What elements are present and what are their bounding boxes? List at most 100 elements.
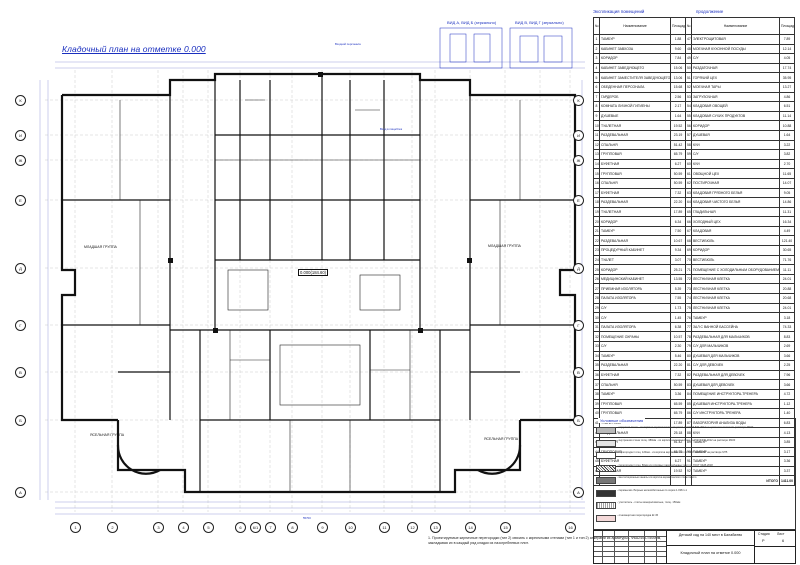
axis-marker: 8 — [287, 522, 298, 533]
axis-marker: К — [15, 95, 26, 106]
room-number: 20 — [593, 216, 600, 227]
room-number: 61 — [685, 168, 692, 179]
room-area: 5.39 — [670, 283, 686, 295]
room-area: 1.64 — [779, 129, 795, 141]
axis-marker: К — [573, 95, 584, 106]
room-name: РАЗДЕВАЛЬНАЯ — [599, 197, 671, 208]
room-area: 3.22 — [779, 139, 795, 151]
room-name: ЭЛЕКТРОЩИТОВАЯ — [691, 34, 780, 45]
room-area: 9.05 — [779, 187, 795, 199]
room-name: КАБИНЕТ ЗАМЕСТИТЕЛЯ ЗАВЕДУЮЩЕГО — [599, 72, 671, 83]
room-name: КОРИДОР — [599, 53, 671, 64]
room-area: 51.42 — [670, 139, 686, 151]
room-area: 24.01 — [779, 302, 795, 314]
room-number: 24 — [593, 254, 600, 266]
room-area: 15.06 — [670, 62, 686, 74]
room-number: 86 — [685, 408, 692, 419]
room-area: 7.89 — [779, 34, 795, 45]
room-name: РАЗДЕВАЛЬНАЯ — [599, 129, 671, 141]
room-area: 1.73 — [670, 302, 686, 314]
room-number: 40 — [593, 408, 600, 419]
room-name: ТАМБУР — [599, 388, 671, 400]
interior-walls — [62, 74, 575, 492]
total-area: 1411.00 — [779, 475, 795, 486]
room-name: КУИ — [691, 158, 780, 170]
room-number: 16 — [593, 177, 600, 189]
room-number: 37 — [593, 379, 600, 390]
stamp-project: Детский сад на 140 мест в Балабиево — [666, 531, 754, 546]
room-name: РАЗДЕВАЛЬНАЯ ДЛЯ ДЕВОЧЕК — [691, 369, 780, 381]
room-table: № Наименование Площадь м² № Наименование… — [593, 17, 795, 486]
room-name: ПОМЕЩЕНИЕ ОХРАНЫ — [599, 331, 671, 342]
axis-marker: В — [573, 367, 584, 378]
group-label-young: МЛАДШАЯ ГРУППА — [84, 245, 117, 249]
room-number: 35 — [593, 360, 600, 371]
room-number: 31 — [593, 321, 600, 333]
room-name: ДУШЕВАЯ — [691, 129, 780, 141]
room-name: ТАМБУР — [599, 350, 671, 362]
title-block: Детский сад на 140 мест в Балабиево Клад… — [593, 530, 796, 564]
legend-text: - наружная стена - из кирпича керамическ… — [617, 426, 754, 429]
room-area: 71.76 — [779, 254, 795, 266]
room-name: С/У ДЛЯ МАЛЬЧИКОВ — [691, 341, 780, 352]
room-number: 78 — [685, 331, 692, 342]
room-area: 7.32 — [670, 369, 686, 381]
legend-swatch — [596, 477, 616, 484]
room-area: 3.82 — [779, 149, 795, 160]
room-name: ДУШЕВАЯ ДЛЯ МАЛЬЧИКОВ — [691, 350, 780, 362]
view-title-a: ВИД А, ВИД Б (зеркально) — [447, 20, 497, 25]
room-area: 6.38 — [670, 321, 686, 333]
room-number: 50 — [685, 62, 692, 74]
floor-plan — [39, 27, 585, 515]
group-label-nursery: ЯСЕЛЬНАЯ ГРУППА — [90, 433, 125, 437]
axis-marker: 6 — [235, 522, 246, 533]
axis-marker: 2 — [107, 522, 118, 533]
room-name: ТУАЛЕТНАЯ — [599, 206, 671, 218]
axis-marker: 9 — [317, 522, 328, 533]
room-name: КОРИДОР — [691, 120, 780, 131]
room-number: 23 — [593, 245, 600, 256]
room-area: 4.86 — [779, 91, 795, 103]
room-area: 8.83 — [779, 331, 795, 342]
partitions — [119, 99, 521, 492]
room-number: 13 — [593, 149, 600, 160]
room-number: 15 — [593, 168, 600, 179]
room-number: 63 — [685, 187, 692, 199]
room-name: ПОСТИРОЧНАЯ — [691, 177, 780, 189]
room-area: 7.55 — [670, 293, 686, 304]
room-area: 17.74 — [779, 62, 795, 74]
room-number: 59 — [685, 149, 692, 160]
room-number: 52 — [685, 81, 692, 93]
room-area: 24.01 — [779, 273, 795, 285]
axis-marker: 1 — [70, 522, 81, 533]
room-area: 5.46 — [670, 350, 686, 362]
room-area: 50.59 — [670, 177, 686, 189]
room-name: ОБЕДЕННАЯ ПЕРСОНАЛА — [599, 81, 671, 93]
room-number: 21 — [593, 225, 600, 237]
room-number: 56 — [685, 120, 692, 131]
room-area: 4.49 — [779, 225, 795, 237]
room-area: 11.65 — [779, 168, 795, 179]
room-number: 79 — [685, 341, 692, 352]
room-name: ГРУППОВАЯ — [599, 168, 671, 179]
room-area: 6.34 — [670, 216, 686, 227]
room-name: КАБИНЕТ ЗАВХОЗА — [599, 43, 671, 55]
room-area: 11.14 — [779, 110, 795, 122]
room-area: 6.27 — [670, 158, 686, 170]
room-name: КОРИДОР — [691, 245, 780, 256]
room-name: С/У — [691, 149, 780, 160]
room-name: КЛАДОВАЯ ЧИСТОГО БЕЛЬЯ — [691, 197, 780, 208]
room-number: 75 — [685, 302, 692, 314]
room-area: 50.59 — [670, 168, 686, 179]
room-number: 67 — [685, 225, 692, 237]
stage-value: Р — [762, 539, 765, 543]
axis-marker: 14 — [465, 522, 476, 533]
